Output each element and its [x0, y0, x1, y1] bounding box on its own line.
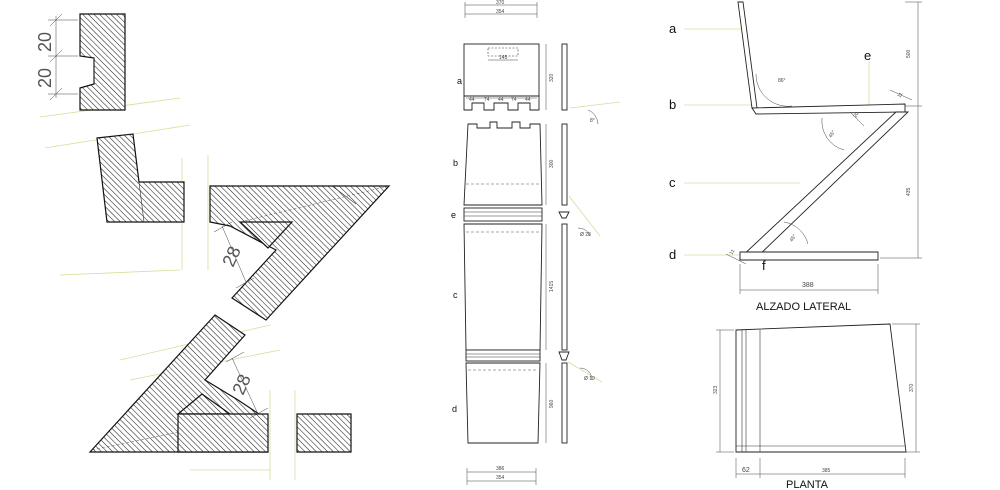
- elev-angle-2: Ø 28: [580, 232, 591, 238]
- side-dim-2: 300: [549, 159, 555, 168]
- side-letter-f: f: [762, 258, 766, 273]
- side-angle-back: 86°: [778, 78, 786, 84]
- tenon-dim-3: 44: [498, 97, 504, 103]
- side-small-dim-1: 11: [897, 91, 905, 99]
- elev-slot-dim: 145: [499, 55, 508, 61]
- elev-piece-b: [463, 121, 543, 206]
- foot-block: [177, 413, 269, 453]
- side-angle-upper: 45°: [828, 130, 837, 140]
- tenon-dim-4: 74: [511, 97, 517, 103]
- plan-outline: [735, 323, 907, 453]
- front-elevation: 370 354 145 44 74 44 74 44 a b e c: [451, 0, 621, 485]
- plan-bottom-dim-2: 385: [822, 468, 831, 474]
- side-angle-lower: 45°: [789, 234, 798, 244]
- plan-view-title: PLANTA: [786, 479, 829, 490]
- elev-top-dim-2: 354: [496, 9, 505, 15]
- side-dim-3: 1415: [549, 281, 555, 292]
- side-letter-a: a: [669, 21, 677, 36]
- joint-detail: 20 20 28 28: [35, 13, 391, 480]
- elev-piece-e: [463, 207, 543, 222]
- elev-letter-d: d: [452, 404, 457, 414]
- plan-bottom-dim-1: 62: [742, 467, 750, 474]
- detail-dim-upper-joint: 28: [218, 243, 244, 269]
- side-letter-e: e: [864, 48, 871, 63]
- elev-bottom-dim-2: 354: [496, 475, 505, 481]
- elev-letter-a: a: [457, 76, 462, 86]
- l-block: [96, 133, 185, 223]
- tenon-dim-1: 44: [469, 97, 475, 103]
- side-dim-4: 960: [549, 399, 555, 408]
- elev-letter-b: b: [453, 158, 458, 168]
- side-seat-plank: [751, 103, 906, 115]
- side-letter-b: b: [669, 97, 676, 112]
- elev-piece-a: [463, 43, 540, 97]
- elev-angle-1: 8°: [590, 118, 595, 124]
- elev-piece-c: [463, 223, 543, 351]
- side-vertical-dim-2: 435: [906, 187, 912, 196]
- elev-piece-d: [465, 362, 541, 444]
- detail-dim-lower-joint: 28: [228, 371, 254, 397]
- top-block: [79, 13, 126, 111]
- elev-letter-e: e: [451, 210, 456, 220]
- side-letter-c: c: [669, 175, 676, 190]
- side-horizontal-dim: 388: [802, 282, 814, 289]
- side-small-dim-3: 20: [853, 111, 861, 119]
- elev-letter-c: c: [453, 290, 458, 300]
- detail-dim-top: 20: [35, 32, 55, 52]
- foot-end-block: [296, 413, 352, 453]
- side-back-plank: [737, 1, 758, 109]
- detail-dim-mid: 20: [35, 68, 55, 88]
- plan-view: 323 370 62 385 PLANTA: [713, 323, 920, 490]
- side-letter-d: d: [669, 247, 676, 262]
- plan-right-dim: 370: [909, 383, 915, 392]
- side-diagonal-plank: [738, 111, 910, 259]
- upper-seat-slab: [209, 185, 391, 321]
- side-small-dim-2: 11: [729, 248, 737, 256]
- tenon-dim-5: 44: [525, 97, 531, 103]
- side-view-title: ALZADO LATERAL: [756, 301, 851, 313]
- side-foot-plank: [739, 251, 879, 261]
- plan-left-dim: 323: [713, 385, 719, 394]
- tenon-dim-2: 74: [484, 97, 490, 103]
- elev-top-dim-1: 370: [496, 0, 505, 6]
- side-dim-1: 320: [549, 73, 555, 82]
- elev-bottom-dim-1: 386: [496, 466, 505, 472]
- elev-angle-3: Ø 19: [584, 376, 595, 382]
- side-vertical-dim-1: 500: [906, 49, 912, 58]
- side-elevation: a b c d e f 86° 45° 45° 11 11 20: [669, 1, 922, 313]
